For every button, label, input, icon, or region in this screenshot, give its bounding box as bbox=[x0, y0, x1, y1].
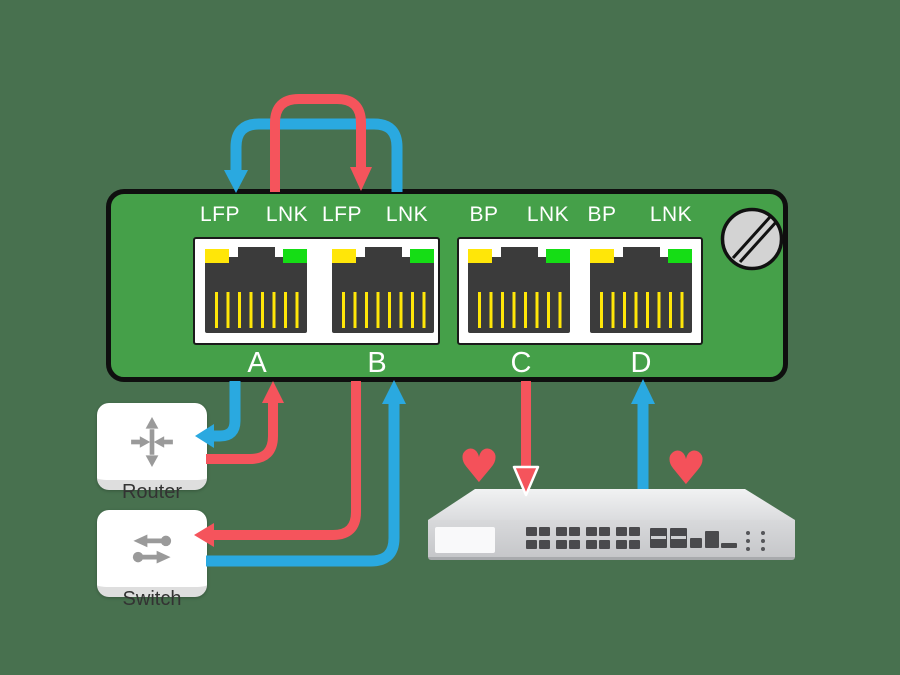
blue-loop-line bbox=[230, 118, 403, 192]
appliance-port-group bbox=[586, 527, 610, 549]
appliance-port-group bbox=[616, 527, 640, 549]
router-label: Router bbox=[121, 481, 183, 503]
router-device bbox=[97, 403, 207, 490]
screw-icon bbox=[720, 207, 784, 271]
port-pins bbox=[342, 292, 426, 328]
sfp-port bbox=[670, 528, 687, 548]
sfp-port bbox=[650, 528, 667, 548]
appliance-label-plate bbox=[435, 527, 495, 553]
led-label-bp-d: BP bbox=[587, 203, 617, 226]
switch-label: Switch bbox=[122, 588, 182, 610]
port-letter-a: A bbox=[247, 347, 267, 379]
blue-arrowhead-port-b bbox=[382, 380, 406, 404]
appliance-port-group bbox=[556, 527, 580, 549]
port-letter-c: C bbox=[510, 347, 532, 379]
led-green bbox=[546, 249, 570, 263]
port-letter-d: D bbox=[630, 347, 652, 379]
led-label-lfp-a: LFP bbox=[199, 203, 241, 226]
switch-icon bbox=[132, 534, 172, 563]
led-yellow bbox=[332, 249, 356, 263]
rj45-port-b bbox=[332, 247, 434, 333]
heart-icon-right: ♥ bbox=[665, 441, 707, 495]
heart-icon-left: ♥ bbox=[458, 439, 500, 493]
rj45-port-d bbox=[590, 247, 692, 333]
rj45-port-c bbox=[468, 247, 570, 333]
led-green bbox=[410, 249, 434, 263]
led-yellow bbox=[590, 249, 614, 263]
led-label-lfp-b: LFP bbox=[321, 203, 363, 226]
blue-arrowhead-port-d bbox=[631, 379, 655, 404]
led-label-bp-c: BP bbox=[469, 203, 499, 226]
red-loop-line bbox=[270, 94, 366, 192]
red-line-router-to-a bbox=[206, 402, 278, 464]
vent-dots bbox=[746, 531, 750, 551]
port-pins bbox=[600, 292, 684, 328]
slot-port bbox=[721, 543, 737, 548]
blue-line-switch-to-b bbox=[206, 403, 400, 567]
appliance-top bbox=[428, 489, 795, 520]
red-line-b-to-switch bbox=[214, 381, 361, 540]
usb-port bbox=[705, 531, 719, 548]
led-label-lnk-c: LNK bbox=[526, 203, 570, 226]
red-arrowhead-port-a bbox=[262, 381, 284, 403]
led-green bbox=[668, 249, 692, 263]
port-pins bbox=[478, 292, 562, 328]
switch-device bbox=[97, 510, 207, 597]
appliance-port-group bbox=[526, 527, 550, 549]
led-green bbox=[283, 249, 307, 263]
blue-line-a-to-router bbox=[214, 381, 241, 442]
led-label-lnk-d: LNK bbox=[649, 203, 693, 226]
port-pins bbox=[215, 292, 299, 328]
vent-dots bbox=[761, 531, 765, 551]
console-port bbox=[690, 538, 702, 548]
rj45-port-a bbox=[205, 247, 307, 333]
led-label-lnk-a: LNK bbox=[265, 203, 309, 226]
port-letter-b: B bbox=[367, 347, 387, 379]
led-yellow bbox=[205, 249, 229, 263]
led-label-lnk-b: LNK bbox=[385, 203, 429, 226]
router-icon bbox=[131, 416, 173, 467]
led-yellow bbox=[468, 249, 492, 263]
red-loop-arrowhead bbox=[350, 167, 372, 191]
